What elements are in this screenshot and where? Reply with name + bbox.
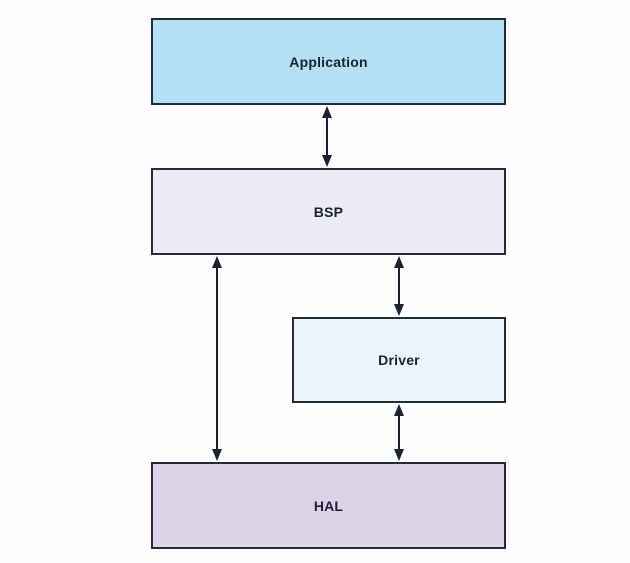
- node-hal-label: HAL: [313, 497, 344, 514]
- double-arrow-bsp-driver-icon: [394, 256, 404, 316]
- double-arrow-bsp-hal-icon: [212, 256, 222, 461]
- node-driver-label: Driver: [378, 352, 420, 368]
- double-arrow-application-bsp-icon: [322, 106, 332, 167]
- node-bsp-label: BSP: [313, 203, 344, 220]
- node-application: Application: [151, 18, 506, 105]
- node-hal: HAL: [151, 462, 506, 549]
- node-driver: Driver: [292, 317, 506, 403]
- double-arrow-driver-hal-icon: [394, 404, 404, 461]
- node-bsp: BSP: [151, 168, 506, 255]
- node-application-label: Application: [289, 53, 368, 70]
